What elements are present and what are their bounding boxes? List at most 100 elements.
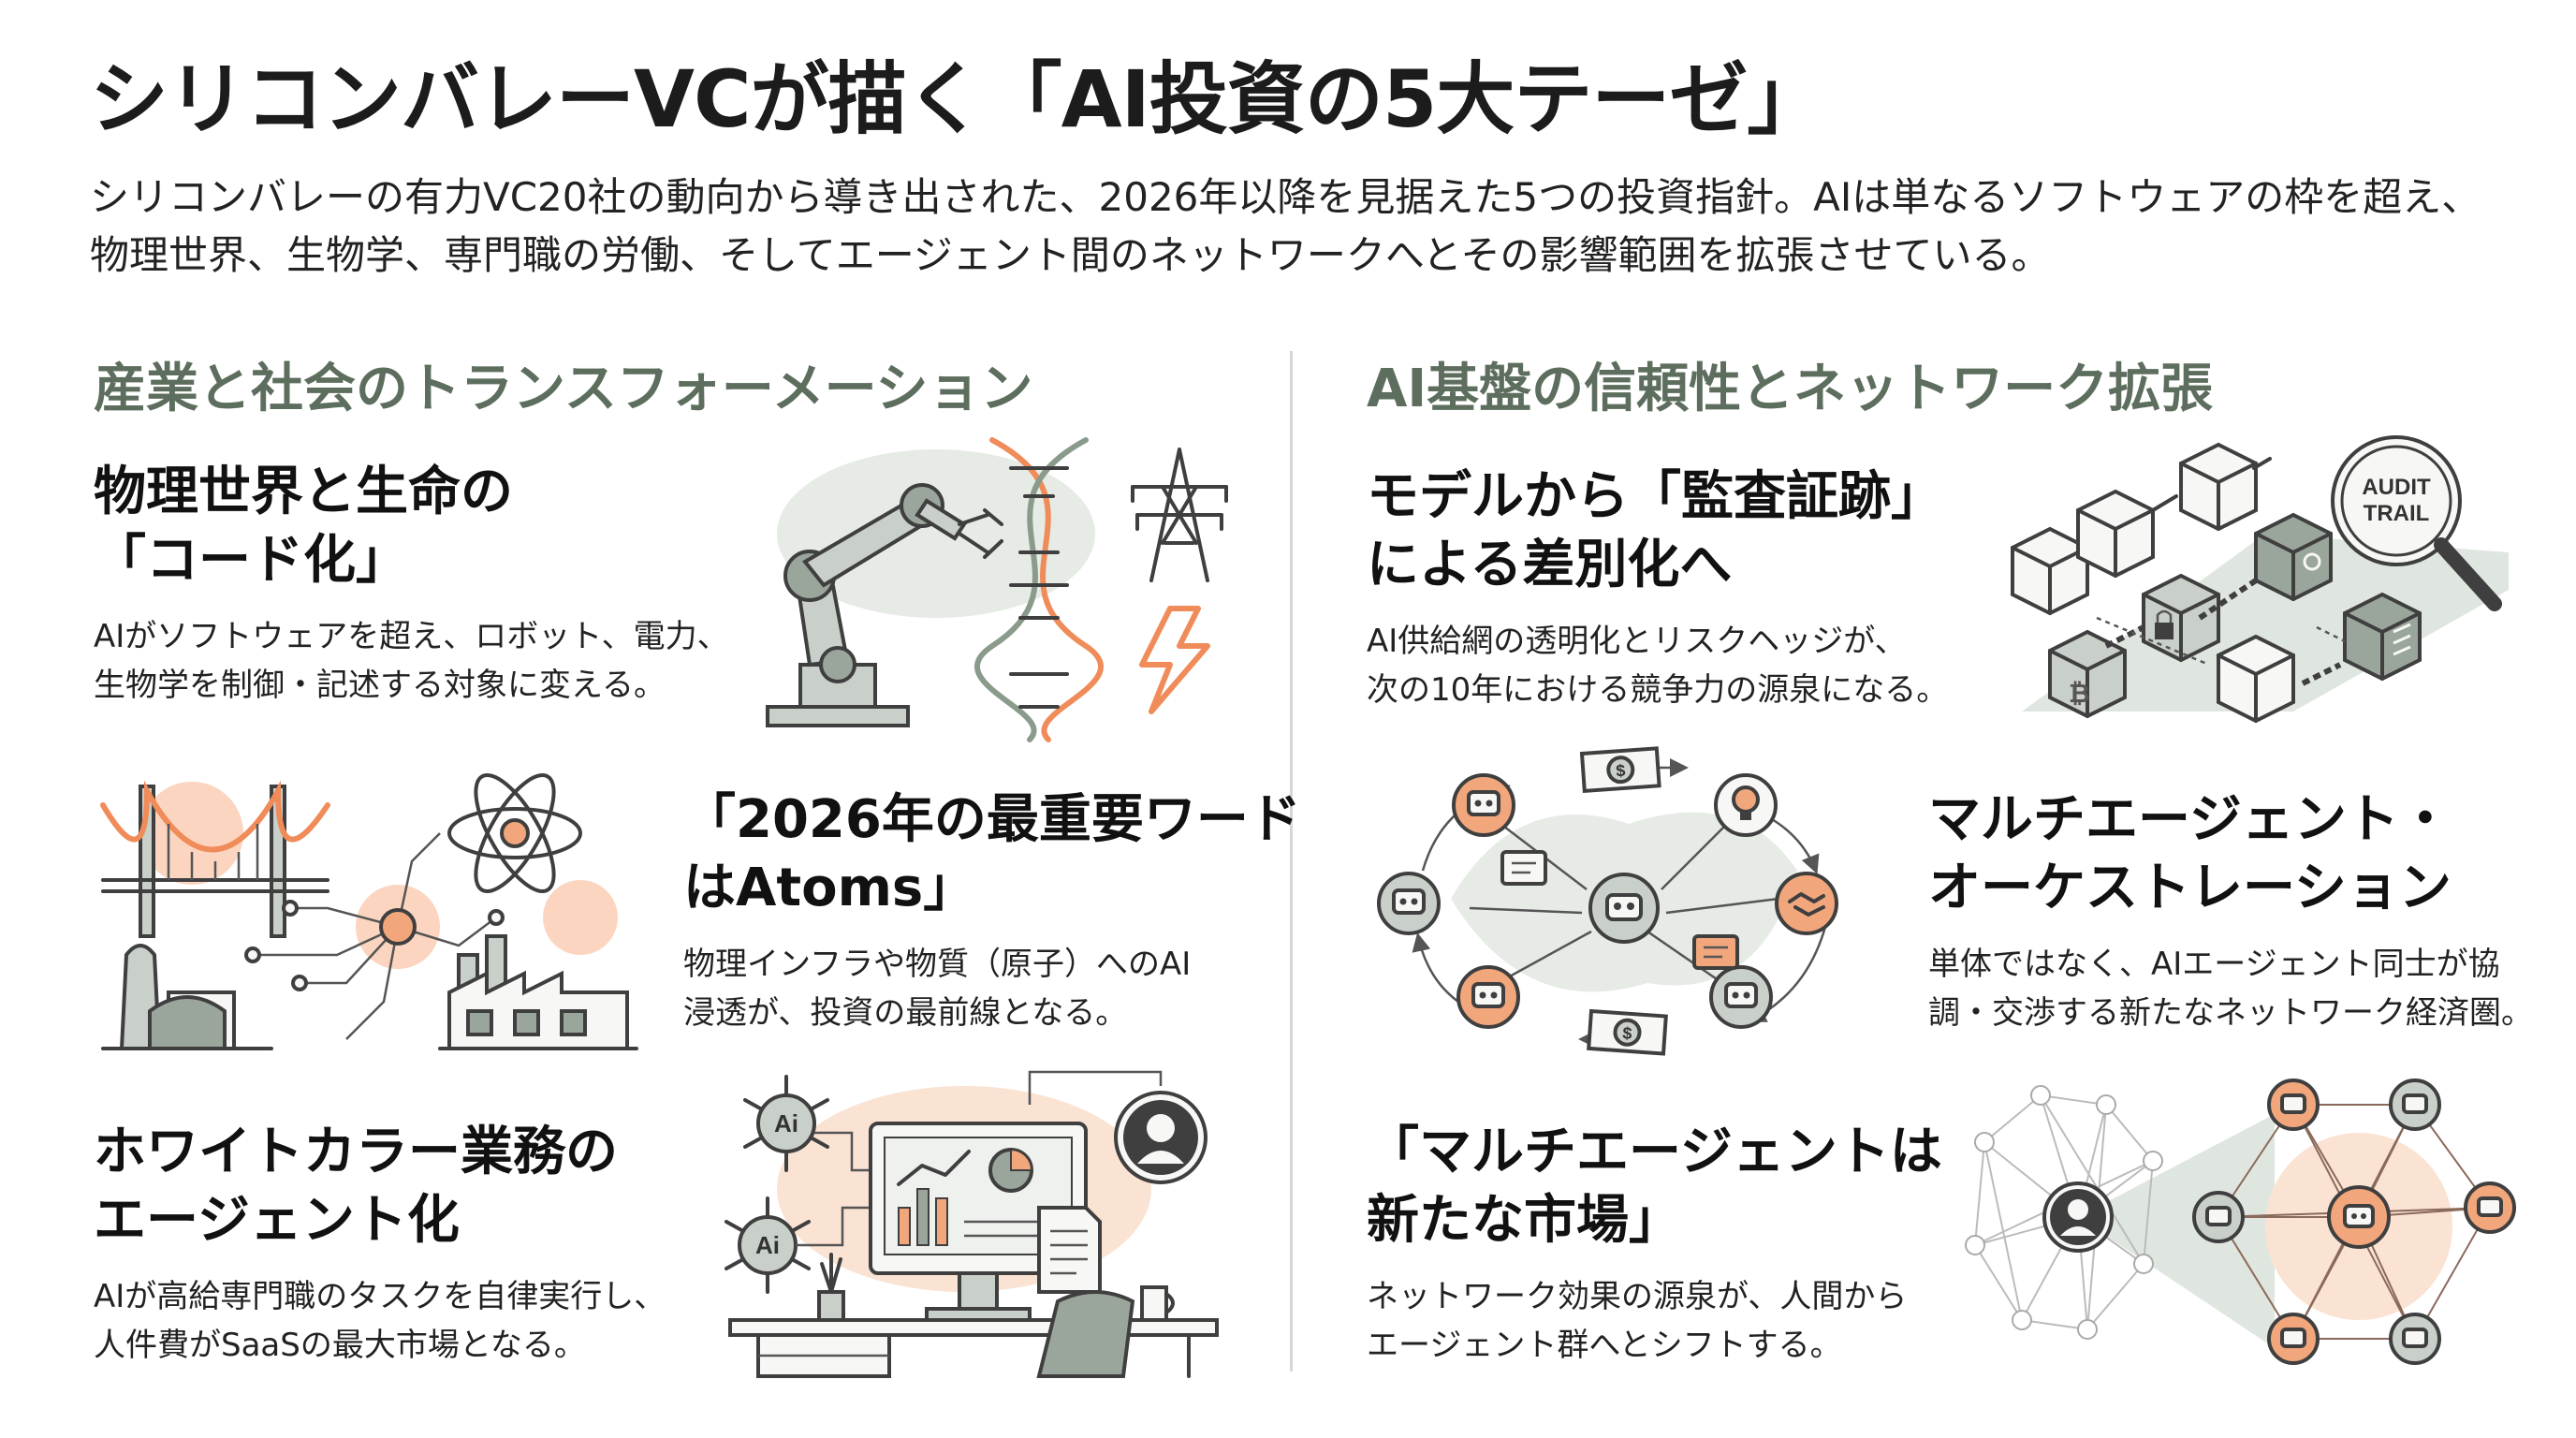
thesis-heading: 「2026年の最重要ワード はAtoms」 (683, 786, 1301, 923)
gear-block-icon (2254, 512, 2333, 602)
power-plant-icon (101, 944, 273, 1050)
audit-trail-illustration: ₿ AUDIT TRAIL (2011, 435, 2509, 724)
heading-line: 物理世界と生命の (94, 462, 513, 522)
magnifier-icon: AUDIT TRAIL (2331, 435, 2502, 611)
desc-line: エージェント群へとシフトする。 (1367, 1327, 1842, 1365)
lightning-icon (1139, 606, 1210, 714)
agent-node-icon (2464, 1181, 2516, 1234)
connector-lines (796, 1131, 871, 1247)
heading-line: 「コード化」 (94, 529, 408, 591)
plant-icon (817, 1253, 845, 1322)
robot-arm-icon (766, 483, 1003, 727)
agent-robot-icon (1377, 872, 1441, 935)
central-agent-icon (2327, 1185, 2391, 1249)
block-cube-icon (2076, 489, 2155, 579)
ai-workspace-illustration: Ai Ai (724, 1070, 1219, 1378)
block-cube-icon (2217, 634, 2295, 724)
desc-line: 人件費がSaaSの最大市場となる。 (94, 1327, 586, 1365)
user-avatar-icon (1114, 1091, 1208, 1184)
factory-icon (438, 934, 638, 1050)
desc-line: 浸透が、投資の最前線となる。 (683, 994, 1128, 1033)
agent-node-icon (2267, 1313, 2320, 1365)
heading-line: モデルから「監査証跡」 (1367, 466, 1943, 527)
thesis-description: ネットワーク効果の源泉が、人間から エージェント群へとシフトする。 (1367, 1272, 1942, 1371)
ai-chip-label: Ai (774, 1109, 798, 1137)
lock-block-icon (2142, 573, 2220, 663)
dna-helix-icon (974, 437, 1104, 742)
thesis-audit-trail: モデルから「監査証跡」 による差別化へ AI供給網の透明化とリスクヘッジが、 次… (1367, 463, 1948, 715)
block-cube-icon (2011, 526, 2089, 616)
desk-icon (728, 1318, 1219, 1378)
agent-network-illustration (1965, 1078, 2516, 1365)
money-bill-icon: $ (1587, 1008, 1668, 1056)
agent-node-icon (2389, 1078, 2441, 1131)
page-title: シリコンバレーVCが描く「AI投資の5大テーゼ」 (90, 53, 1825, 145)
trail-label: TRAIL (2364, 501, 2430, 526)
bg-blob (777, 449, 1095, 618)
block-cube-icon (2179, 442, 2258, 532)
atom-icon (447, 773, 582, 893)
chair-icon (1036, 1290, 1135, 1378)
right-section-title: AI基盤の信頼性とネットワーク拡張 (1367, 359, 2214, 419)
currency-label: $ (1616, 761, 1626, 781)
subtitle-line: 物理世界、生物学、専門職の労働、そしてエージェント間のネットワークへとその影響範… (90, 232, 2051, 279)
agent-node-icon (2389, 1313, 2441, 1365)
thesis-white-collar-agents: ホワイトカラー業務の エージェント化 AIが高給専門職のタスクを自律実行し、 人… (94, 1119, 666, 1371)
currency-label: $ (1622, 1023, 1632, 1043)
human-icon (2042, 1181, 2114, 1253)
desc-line: 調・交渉する新たなネットワーク経済圏。 (1928, 994, 2533, 1033)
handshake-agent-icon (1775, 872, 1838, 935)
heading-line: 「マルチエージェントは (1367, 1122, 1942, 1182)
power-tower-icon (1131, 448, 1228, 582)
ai-chip-label: Ai (755, 1231, 780, 1259)
column-divider (1290, 351, 1293, 1372)
heading-line: による差別化へ (1367, 534, 1733, 595)
thesis-atoms: 「2026年の最重要ワード はAtoms」 物理インフラや物質（原子）へのAI … (683, 786, 1301, 1038)
desc-line: 単体ではなく、AIエージェント同士が協 (1928, 945, 2500, 983)
desc-line: AIが高給専門職のタスクを自律実行し、 (94, 1277, 666, 1315)
chat-bubble-icon (1500, 850, 1547, 886)
thesis-multi-agent-market: 「マルチエージェントは 新たな市場」 ネットワーク効果の源泉が、人間から エージ… (1367, 1119, 1942, 1371)
audit-label: AUDIT (2362, 475, 2431, 500)
central-agent-icon (1588, 873, 1660, 944)
thesis-description: 物理インフラや物質（原子）へのAI 浸透が、投資の最前線となる。 (683, 940, 1301, 1038)
atoms-infrastructure-illustration (100, 773, 638, 1050)
page-subtitle: シリコンバレーの有力VC20社の動向から導き出された、2026年以降を見据えた5… (90, 169, 2524, 285)
thesis-description: AI供給網の透明化とリスクヘッジが、 次の10年における競争力の源泉になる。 (1367, 617, 1948, 715)
thesis-description: AIがソフトウェアを超え、ロボット、電力、 生物学を制御・記述する対象に変える。 (94, 612, 729, 711)
desc-line: ネットワーク効果の源泉が、人間から (1367, 1277, 1908, 1315)
svg-text:₿: ₿ (2069, 679, 2090, 708)
heading-line: 「2026年の最重要ワード (683, 789, 1301, 850)
document-icon (1037, 1206, 1102, 1294)
thesis-heading: ホワイトカラー業務の エージェント化 (94, 1119, 666, 1255)
light-beam (2078, 1114, 2275, 1348)
money-bill-icon: $ (1579, 746, 1661, 794)
thesis-multi-agent-orchestration: マルチエージェント・ オーケストレーション 単体ではなく、AIエージェント同士が… (1928, 786, 2533, 1038)
server-block-icon (2343, 592, 2422, 682)
agent-robot-icon (1456, 965, 1520, 1029)
chat-bubble-icon (1692, 934, 1739, 970)
thesis-description: AIが高給専門職のタスクを自律実行し、 人件費がSaaSの最大市場となる。 (94, 1272, 666, 1371)
mug-icon (1140, 1285, 1175, 1322)
factory-glow (543, 880, 618, 955)
dashed-link (2096, 616, 2346, 667)
desc-line: AI供給網の透明化とリスクヘッジが、 (1367, 622, 1907, 660)
agent-robot-icon (1452, 773, 1515, 837)
agent-robot-icon (1709, 965, 1773, 1029)
heading-line: 新たな市場」 (1367, 1189, 1681, 1251)
heading-line: マルチエージェント・ (1928, 789, 2452, 850)
ai-chip-icon: Ai (724, 1196, 811, 1294)
robot-dna-illustration (766, 437, 1228, 742)
circuit-lines (244, 832, 505, 1040)
thesis-heading: 「マルチエージェントは 新たな市場」 (1367, 1119, 1942, 1255)
chain-arrow (2151, 457, 2272, 512)
thesis-heading: マルチエージェント・ オーケストレーション (1928, 786, 2533, 923)
monitor-icon (869, 1122, 1088, 1322)
heading-line: オーケストレーション (1928, 857, 2452, 918)
thesis-description: 単体ではなく、AIエージェント同士が協 調・交渉する新たなネットワーク経済圏。 (1928, 940, 2533, 1038)
heading-line: エージェント化 (94, 1189, 460, 1251)
agent-node-icon (2192, 1191, 2245, 1243)
lightbulb-agent-icon (1714, 773, 1778, 837)
desc-line: AIがソフトウェアを超え、ロボット、電力、 (94, 617, 729, 655)
bridge-icon (100, 780, 330, 938)
